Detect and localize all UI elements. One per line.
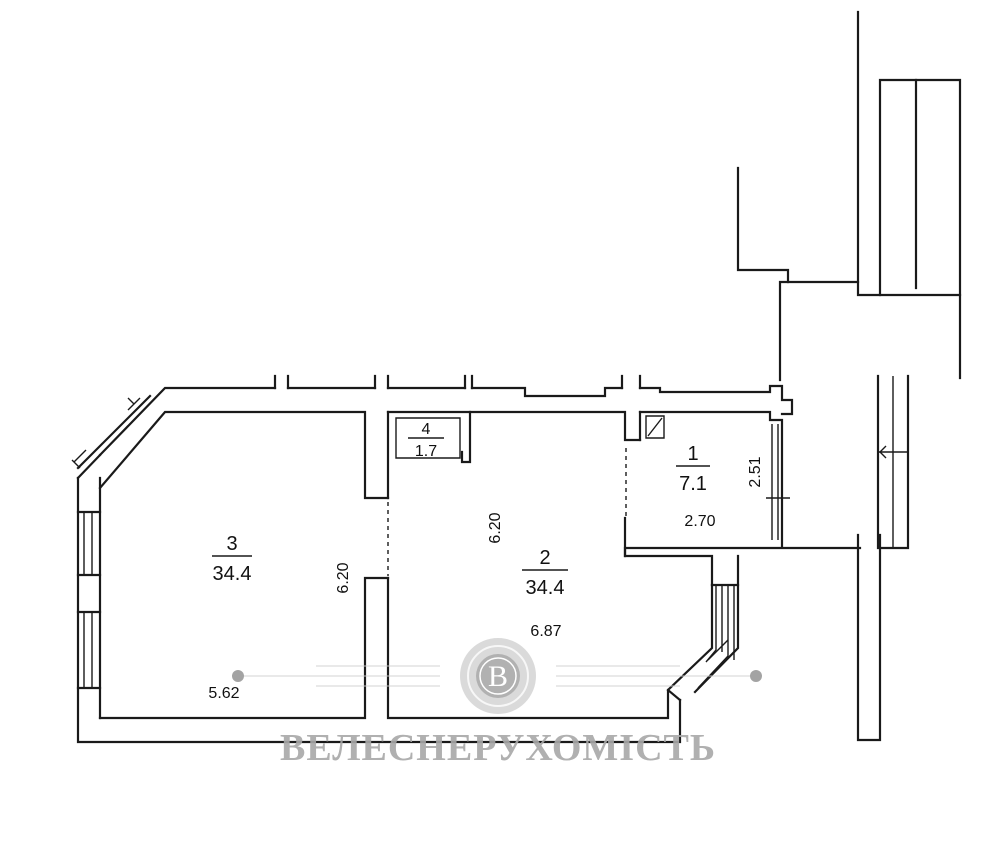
room-1-area: 7.1 <box>679 473 707 495</box>
room-4-walls <box>386 410 472 500</box>
room-3-number: 3 <box>226 533 237 555</box>
room-1-height-dimension: 2.51 <box>747 456 764 487</box>
room-1-width-dimension: 2.70 <box>684 513 715 530</box>
room-4-label: 4 1.7 <box>408 421 444 460</box>
room-4-number: 4 <box>422 421 431 438</box>
watermark-logo-icon: B <box>460 638 536 714</box>
watermark: B ВЕЛЕСНЕРУХОМІСТЬ <box>232 638 762 769</box>
room-3-width-dimension: 5.62 <box>208 685 239 702</box>
room-3-height-dimension: 6.20 <box>335 562 352 593</box>
room-3-area: 34.4 <box>213 563 252 585</box>
room-4-area: 1.7 <box>415 443 437 460</box>
room-3-walls <box>98 410 390 720</box>
room-1-walls <box>623 410 790 558</box>
room-1-label: 1 7.1 <box>676 443 710 495</box>
room-2-label: 2 34.4 <box>522 547 568 599</box>
room-2-height-dimension: 6.20 <box>487 512 504 543</box>
watermark-logo-letter: B <box>488 660 508 693</box>
room-2-area: 34.4 <box>526 577 565 599</box>
watermark-text: ВЕЛЕСНЕРУХОМІСТЬ <box>280 727 716 769</box>
room-3-label: 3 34.4 <box>212 533 252 585</box>
room-2-walls <box>386 410 740 720</box>
room-1-number: 1 <box>687 443 698 465</box>
room-2-number: 2 <box>539 547 550 569</box>
exterior-walls <box>71 10 962 744</box>
room-2-width-dimension: 6.87 <box>530 623 561 640</box>
